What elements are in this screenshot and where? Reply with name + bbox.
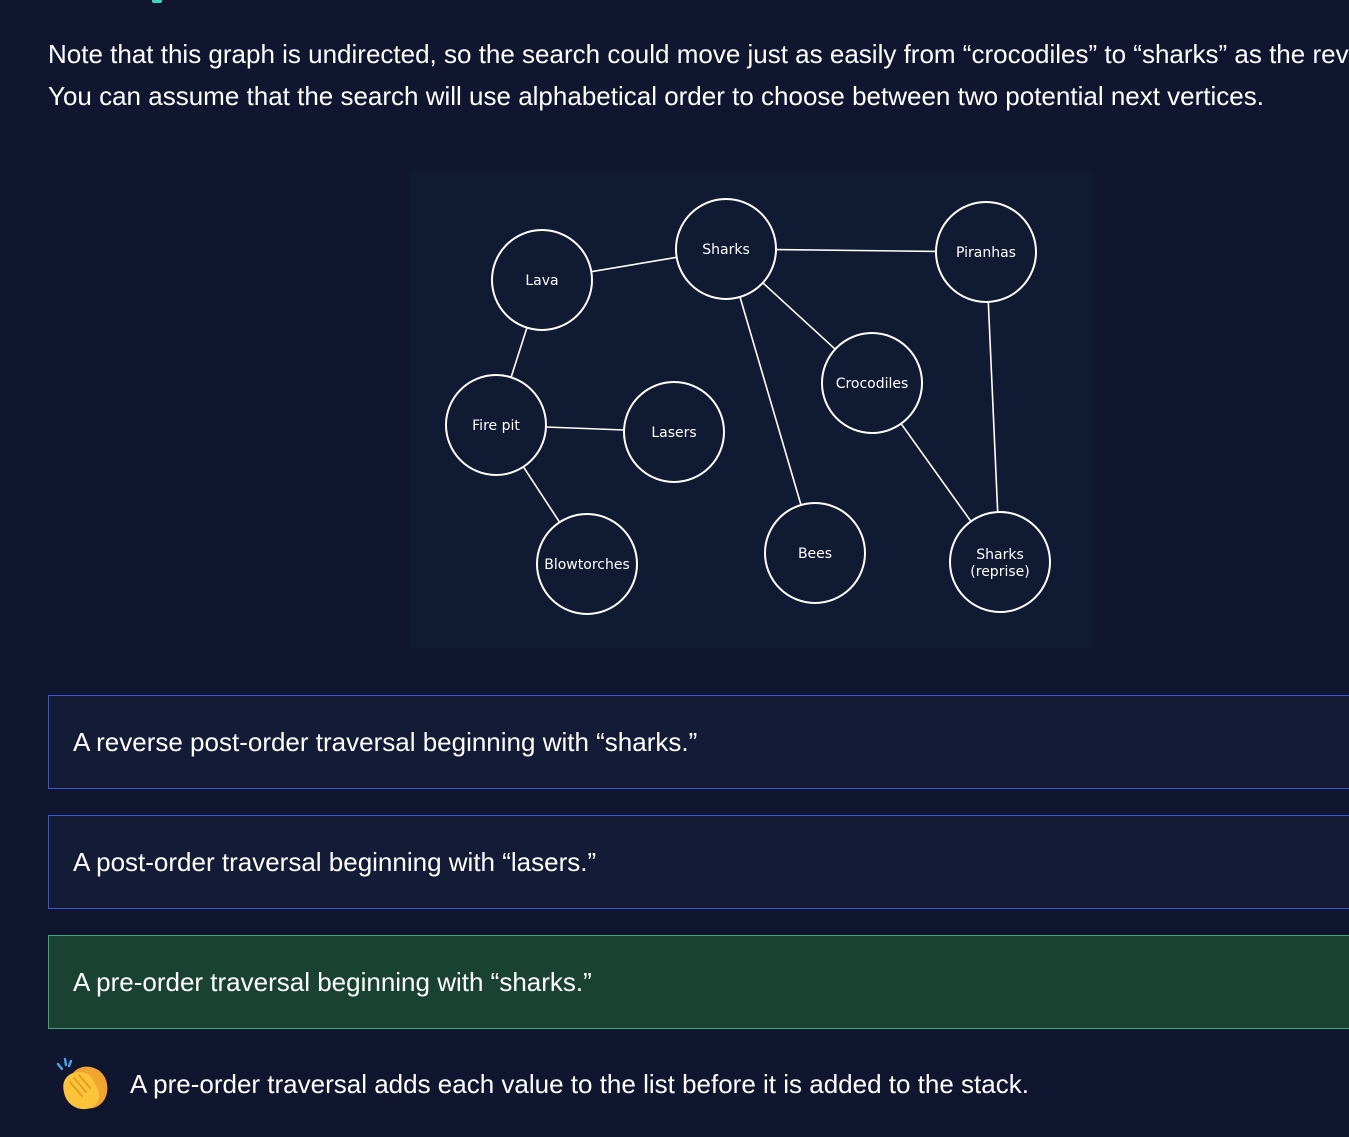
- graph-node-circle: [536, 513, 638, 615]
- edge-sharks-bees: [739, 296, 802, 506]
- graph-node-circle: [675, 198, 777, 300]
- question-prompt: Note that this graph is undirected, so t…: [48, 33, 1349, 117]
- graph-node-circle: [491, 229, 593, 331]
- graph-node-circle: [821, 332, 923, 434]
- graph-node-piranhas: Piranhas: [935, 201, 1037, 303]
- edge-sharks-piranhas: [775, 248, 937, 253]
- graph-node-label: Sharks: [976, 547, 1024, 563]
- graph-node-lava: Lava: [491, 229, 593, 331]
- graph-node-lasers: Lasers: [623, 381, 725, 483]
- edge-sharks-crocodiles: [762, 282, 836, 350]
- graph-node-label: Fire pit: [472, 418, 520, 434]
- graph-node-label: Crocodiles: [836, 376, 909, 392]
- edge-firepit-blowtorches: [522, 466, 561, 523]
- clapping-hands-icon: [54, 1056, 116, 1112]
- edge-lava-firepit: [510, 327, 528, 378]
- answer-option-3-correct[interactable]: A pre-order traversal beginning with “sh…: [48, 935, 1349, 1029]
- graph-node-label: Lasers: [651, 425, 696, 441]
- feedback-message: A pre-order traversal adds each value to…: [54, 1056, 1349, 1112]
- edge-lava-sharks: [591, 256, 677, 273]
- graph-node-label: Blowtorches: [544, 557, 630, 573]
- graph-node-label: Lava: [525, 273, 558, 289]
- graph-node-circle: [935, 201, 1037, 303]
- graph-node-sharks_reprise: Sharks(reprise): [949, 511, 1051, 613]
- answer-option-1[interactable]: A reverse post-order traversal beginning…: [48, 695, 1349, 789]
- graph-node-circle: [623, 381, 725, 483]
- answer-option-3-text: A pre-order traversal beginning with “sh…: [73, 966, 592, 997]
- prompt-line-2: You can assume that the search will use …: [48, 81, 1264, 111]
- edge-crocodiles-sharks_reprise: [900, 423, 972, 522]
- graph-node-label: Bees: [798, 546, 832, 562]
- prompt-line-1: Note that this graph is undirected, so t…: [48, 39, 1349, 69]
- graph-node-sharks: Sharks: [675, 198, 777, 300]
- edge-firepit-lasers: [545, 426, 625, 431]
- graph-node-crocodiles: Crocodiles: [821, 332, 923, 434]
- answer-option-2-text: A post-order traversal beginning with “l…: [73, 846, 597, 877]
- answer-option-1-text: A reverse post-order traversal beginning…: [73, 726, 698, 757]
- graph-node-circle: [949, 511, 1051, 613]
- graph-node-label: Sharks: [702, 242, 750, 258]
- graph-node-label: Piranhas: [956, 245, 1016, 261]
- graph-node-circle: [764, 502, 866, 604]
- graph-node-firepit: Fire pit: [445, 374, 547, 476]
- answer-option-2[interactable]: A post-order traversal beginning with “l…: [48, 815, 1349, 909]
- heading-accent-mark: [152, 0, 162, 3]
- graph-node-blowtorches: Blowtorches: [536, 513, 638, 615]
- feedback-text: A pre-order traversal adds each value to…: [130, 1068, 1029, 1099]
- edge-piranhas-sharks_reprise: [987, 301, 999, 513]
- graph-node-bees: Bees: [764, 502, 866, 604]
- graph-node-circle: [445, 374, 547, 476]
- graph-node-label-line2: (reprise): [970, 564, 1029, 580]
